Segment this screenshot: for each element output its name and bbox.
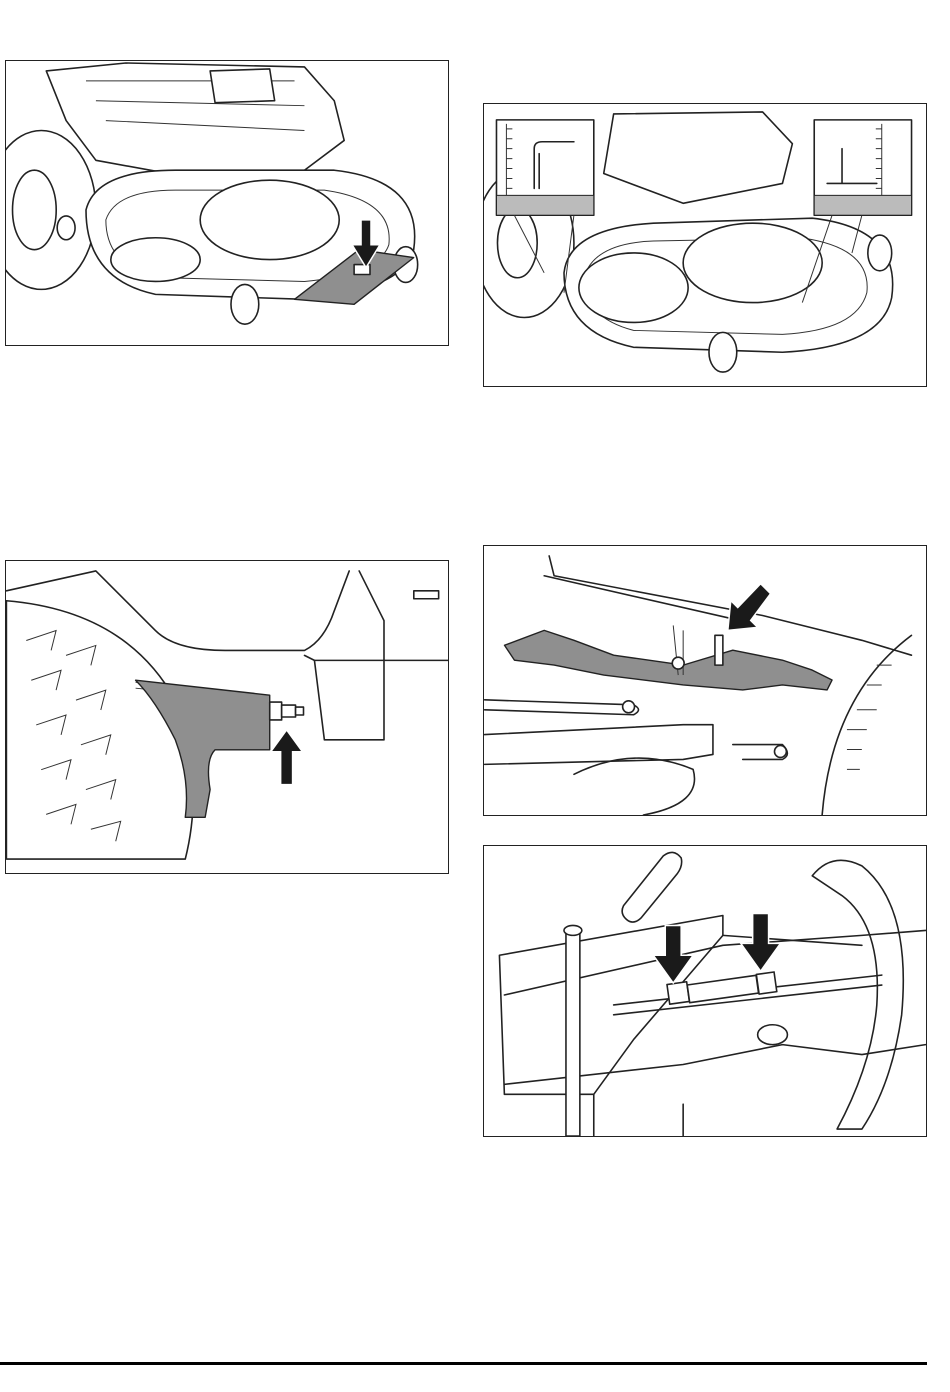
figure-mower-deck-plate bbox=[5, 60, 449, 346]
page-footer-rule bbox=[0, 1362, 927, 1365]
figure-adjustment-rod-nuts bbox=[483, 845, 927, 1137]
figure-deck-height-insets bbox=[483, 103, 927, 387]
figure-wheel-bracket bbox=[5, 560, 449, 874]
mower-deck-plate-illustration bbox=[6, 61, 448, 345]
wheel-bracket-illustration bbox=[6, 561, 448, 873]
deck-height-insets-illustration bbox=[484, 104, 926, 386]
deck-linkage-bolt-illustration bbox=[484, 546, 926, 815]
figure-deck-linkage-bolt bbox=[483, 545, 927, 816]
adjustment-rod-nuts-illustration bbox=[484, 846, 926, 1136]
